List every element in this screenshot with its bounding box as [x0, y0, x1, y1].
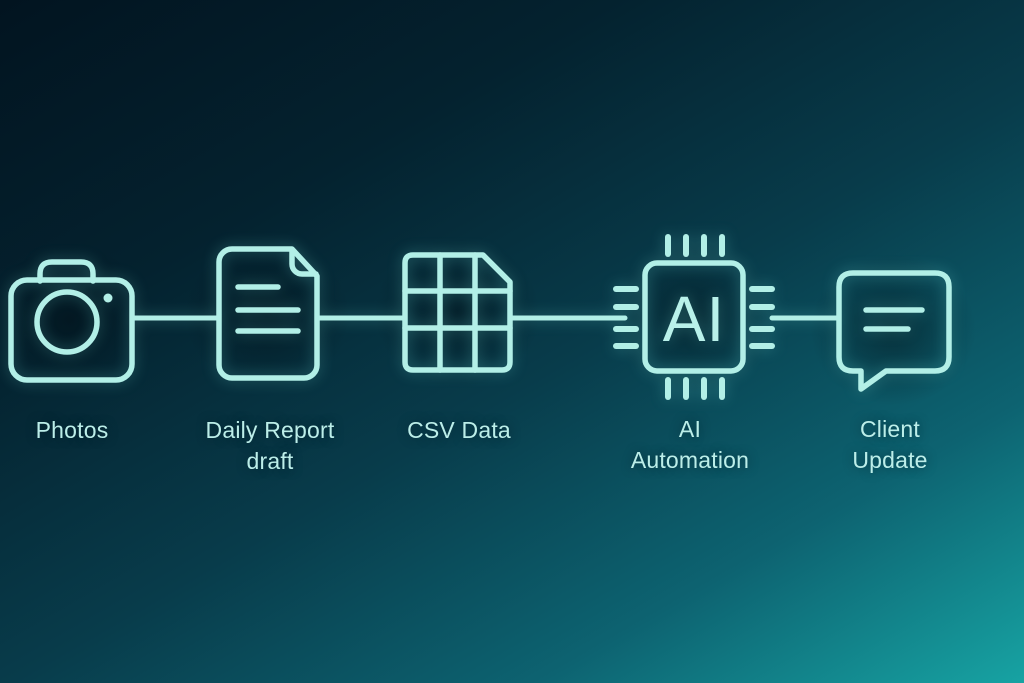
- label-line: AI: [678, 416, 702, 442]
- label-line: draft: [246, 448, 294, 474]
- document-fold: [289, 247, 319, 277]
- node-label-photos: Photos: [0, 415, 172, 446]
- label-line: Photos: [35, 417, 109, 443]
- chip-body: [642, 260, 746, 374]
- chip-pins-right: [749, 286, 775, 349]
- node-label-ai-automation: AI Automation: [590, 414, 790, 476]
- node-label-csv-data: CSV Data: [359, 415, 559, 446]
- camera-icon: [8, 259, 135, 383]
- document-outline: [216, 246, 320, 381]
- label-line: Daily Report: [205, 417, 335, 443]
- chat-bubble-outline: [836, 270, 952, 392]
- node-label-client-update: Client Update: [790, 414, 990, 476]
- label-line: CSV Data: [407, 417, 511, 443]
- label-line: Client: [859, 416, 920, 442]
- label-line: Automation: [630, 447, 750, 473]
- camera-lens: [34, 289, 100, 355]
- camera-flash-dot: [103, 293, 113, 303]
- ai-chip-icon: AI: [613, 234, 775, 400]
- node-label-daily-report: Daily Report draft: [170, 415, 370, 477]
- camera-body: [8, 277, 135, 383]
- chat-bubble-icon: [836, 270, 952, 392]
- chip-ai-text: AI: [663, 283, 725, 355]
- spreadsheet-icon: [402, 252, 513, 373]
- spreadsheet-outline: [402, 252, 513, 373]
- chip-pins-bottom: [665, 377, 725, 400]
- label-line: Update: [852, 447, 928, 473]
- document-icon: [216, 246, 320, 381]
- camera-hump: [37, 259, 96, 284]
- chip-pins-top: [665, 234, 725, 257]
- chip-pins-left: [613, 286, 639, 349]
